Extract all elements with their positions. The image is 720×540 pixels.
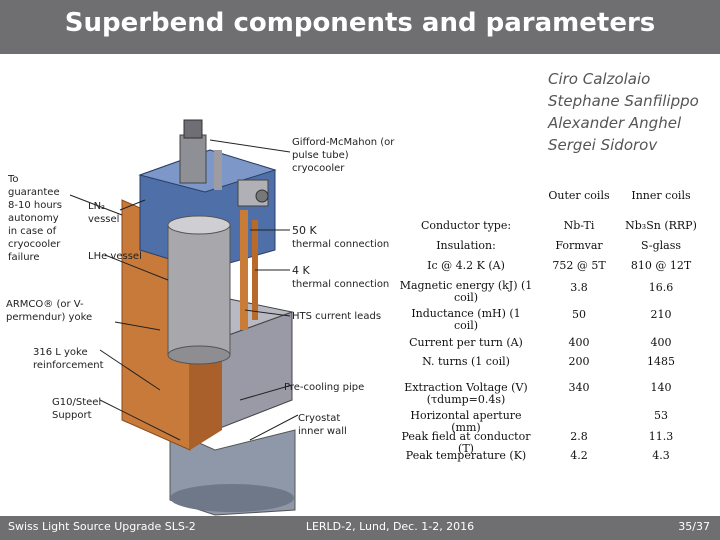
slide-title: Superbend components and parameters [64,8,656,38]
leader-line [99,349,161,391]
leader-line [69,194,123,216]
yoke-label: ARMCO® (or V-permendur) yoke [6,299,93,323]
column-header-inner: Inner coils [631,189,691,202]
param-name: Insulation: [436,239,496,252]
param-name: Current per turn (A) [409,336,523,349]
leader-line [244,309,291,317]
param-value-outer: 50 [572,308,586,321]
k50-label: 50 K [292,224,317,237]
hts-label: HTS current leads [292,311,382,322]
page-number: 35/37 [678,520,710,533]
param-value-inner: 810 @ 12T [630,259,692,272]
param-value-inner: 53 [654,409,668,422]
leader-line [209,139,291,153]
precool-label: Pre-cooling pipe [284,382,365,393]
autonomy-label: To guarantee 8-10 hours autonomy in case… [8,174,62,263]
cryocooler-motor [183,119,203,139]
param-name: Inductance (mH) (1 coil) [411,307,521,332]
param-value-inner: 1485 [647,355,675,368]
param-value-outer: 340 [568,381,590,394]
param-name: Peak temperature (K) [405,449,527,462]
reinforcement-label: 316 L yoke reinforcement [33,347,104,371]
cryocooler-head [179,134,207,184]
param-value-inner: 16.6 [648,281,674,294]
support-label: G10/Steel Support [52,397,102,421]
port-tube [214,150,222,190]
author-name: Stephane Sanfilippo [548,92,699,110]
ln2-label: LN₂ vessel [88,201,120,225]
leader-line [119,199,146,211]
author-name: Ciro Calzolaio [548,70,651,88]
param-value-outer: Nb-Ti [563,219,595,232]
param-value-inner: 210 [650,308,672,321]
param-value-inner: 4.3 [652,449,670,462]
footer-bar [0,516,720,540]
lhe-vessel-bottom [167,345,231,365]
leader-line [114,321,161,331]
k4-label: 4 K [292,264,310,277]
param-value-inner: S-glass [640,239,682,252]
param-value-inner: 11.3 [648,430,674,443]
param-name: Peak field at conductor (T) [401,430,531,455]
title-bar [0,0,720,54]
param-name: Extraction Voltage (V) (τdump=0.4s) [404,381,528,406]
leader-line [249,414,299,441]
lhe-vessel-top [167,215,231,235]
leader-line [99,399,181,441]
param-value-outer: 200 [568,355,590,368]
param-value-outer: 2.8 [570,430,588,443]
thermal-link [240,210,248,330]
k4-sub-label: thermal connection [292,279,390,290]
leader-line [239,384,293,401]
lhe-label: LHe vessel [88,251,142,262]
author-name: Alexander Anghel [548,114,682,132]
param-value-inner: 400 [650,336,672,349]
param-name: N. turns (1 coil) [422,355,510,368]
k50-sub-label: thermal connection [292,239,390,250]
column-header-outer: Outer coils [548,189,610,202]
valve-knob [255,189,269,203]
param-name: Ic @ 4.2 K (A) [427,259,505,272]
param-value-outer: 3.8 [570,281,588,294]
param-value-outer: 400 [568,336,590,349]
param-name: Conductor type: [420,219,512,232]
param-value-outer: 4.2 [570,449,588,462]
lhe-vessel [167,224,231,356]
leader-line [104,254,169,281]
param-value-inner: 140 [650,381,672,394]
param-value-inner: Nb₃Sn (RRP) [625,219,697,232]
cryostat-label: Cryostat inner wall [298,413,347,437]
param-value-outer: 752 @ 5T [552,259,606,272]
param-name: Magnetic energy (kJ) (1 coil) [399,279,533,304]
footer-center: LERLD-2, Lund, Dec. 1-2, 2016 [305,520,475,533]
author-list: Ciro Calzolaio Stephane Sanfilippo Alexa… [548,68,718,156]
cryocooler-label: Gifford-McMahon (or pulse tube) cryocool… [292,137,395,174]
support-foot [170,484,294,512]
footer-left: Swiss Light Source Upgrade SLS-2 [8,520,196,533]
author-name: Sergei Sidorov [548,136,658,154]
param-name: Horizontal aperture (mm) [410,409,522,434]
param-value-outer: Formvar [555,239,603,252]
